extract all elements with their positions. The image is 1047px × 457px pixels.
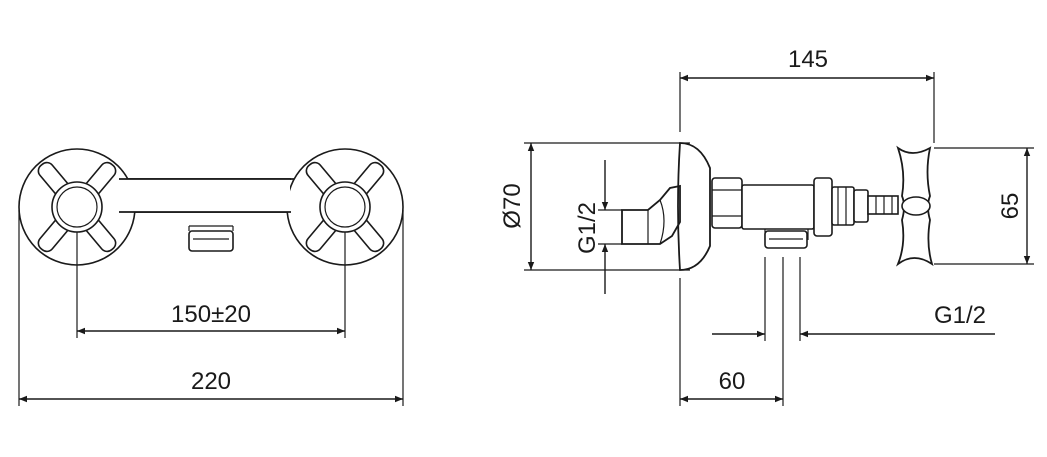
dim-handle-height: 65 [997, 148, 1031, 264]
side-cross-handle [895, 145, 934, 267]
dim-outlet-offset: 60 [680, 368, 783, 403]
dim-rosette-diameter-label: Ø70 [499, 183, 526, 228]
side-rosette [677, 142, 711, 271]
dim-total-depth-label: 145 [788, 46, 828, 73]
dim-centers: 150±20 [77, 301, 345, 335]
dim-outlet-thread: G1/2 [712, 302, 995, 338]
cartridge-flange [813, 177, 899, 237]
inlet-elbow [621, 184, 681, 245]
front-outlet-nut [188, 225, 234, 252]
dim-total-width: 220 [19, 368, 403, 403]
front-view: 150±20 220 [18, 148, 404, 406]
side-nut [711, 177, 743, 229]
dim-inlet-thread: G1/2 [574, 160, 609, 294]
dim-centers-label: 150±20 [171, 301, 251, 328]
dim-outlet-thread-label: G1/2 [934, 302, 986, 329]
dim-outlet-offset-label: 60 [719, 368, 746, 395]
dim-total-width-label: 220 [191, 368, 231, 395]
dim-inlet-thread-label: G1/2 [574, 202, 601, 254]
side-outlet-nut [764, 230, 808, 249]
dim-handle-height-label: 65 [997, 193, 1024, 220]
dim-total-depth: 145 [680, 46, 934, 82]
side-view: 145 Ø70 G1/2 65 G1/2 [499, 46, 1034, 406]
left-cross-handle [37, 161, 117, 253]
dim-rosette-diameter: Ø70 [499, 143, 535, 270]
